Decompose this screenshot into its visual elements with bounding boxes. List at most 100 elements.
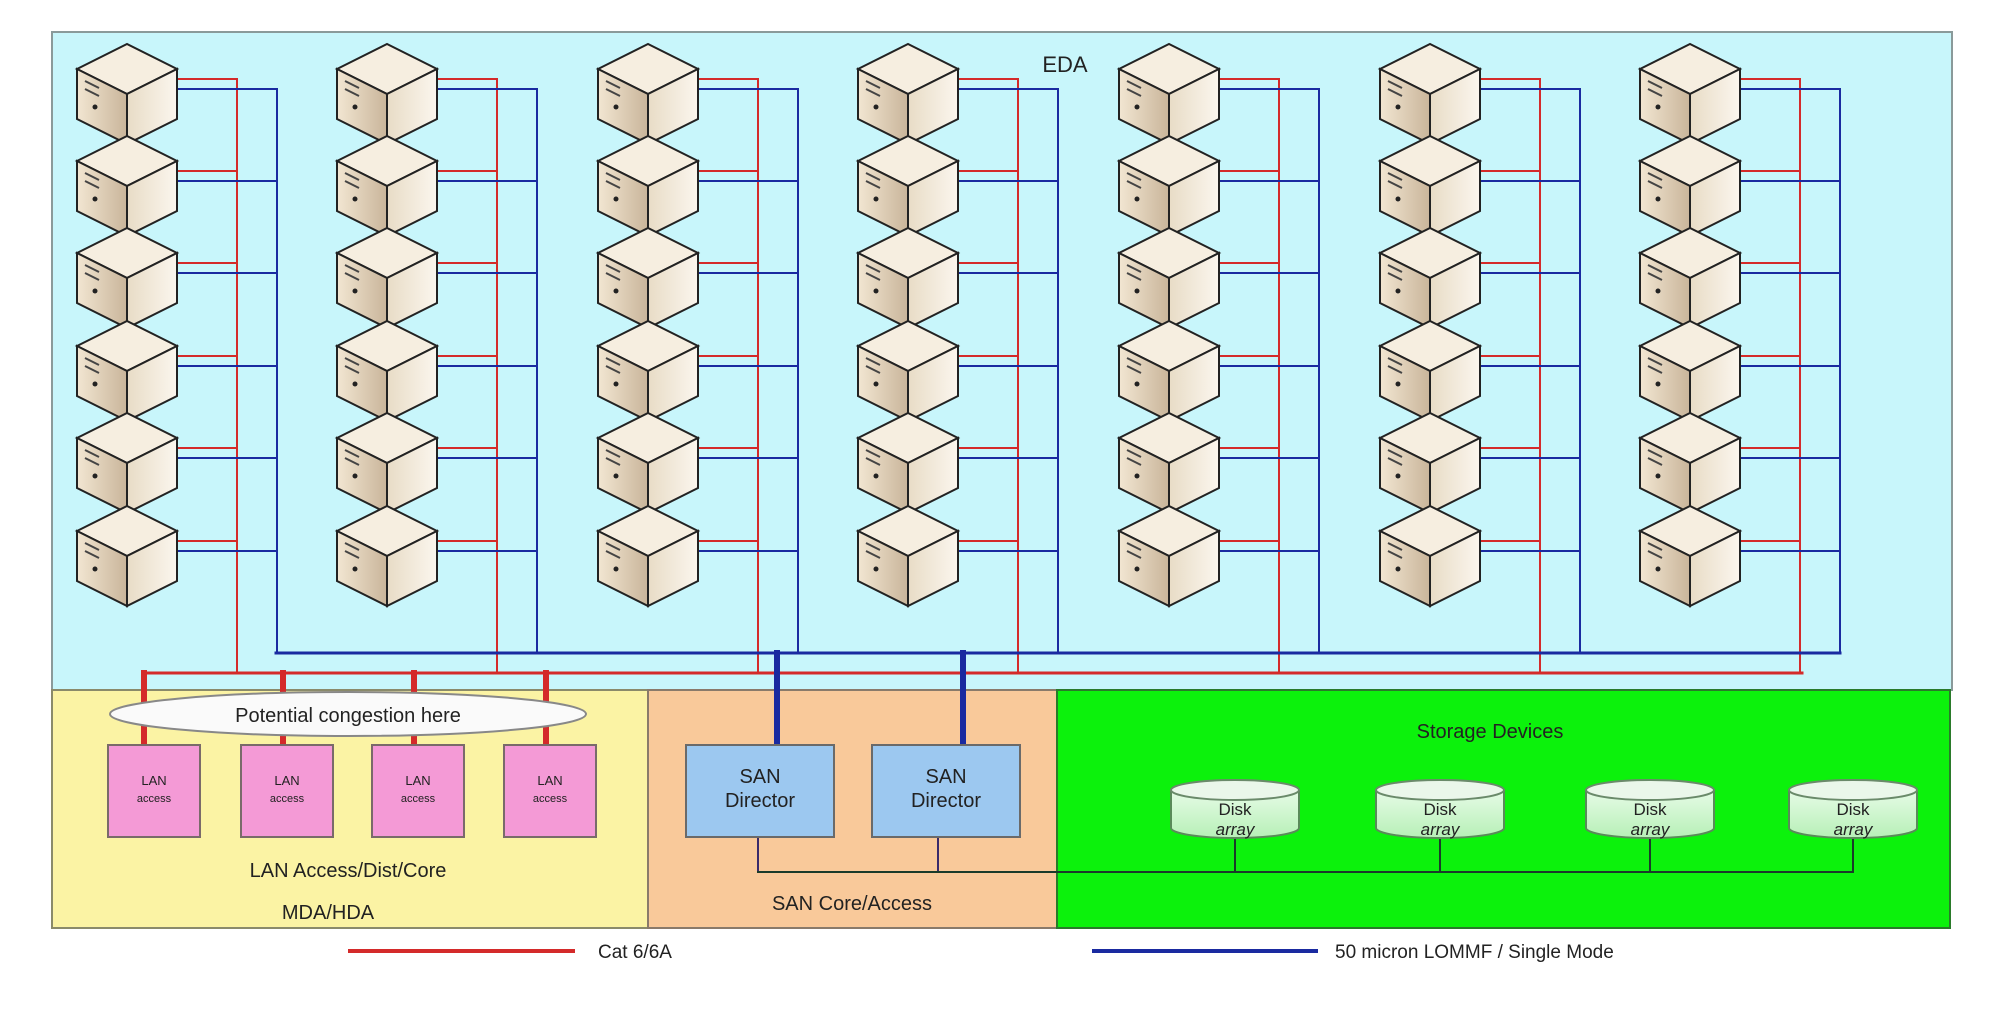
san-director — [685, 744, 835, 838]
power-led — [873, 473, 879, 479]
drive-bay — [605, 180, 621, 189]
drive-bay — [344, 457, 360, 466]
server-tower-icon — [1377, 42, 1483, 146]
server-tower-icon — [595, 134, 701, 238]
drive-bay — [1387, 180, 1403, 189]
legend: Cat 6/6A 50 micron LOMMF / Single Mode — [348, 942, 1614, 963]
lan-switch-label-line2: access — [533, 793, 568, 805]
power-led — [1655, 288, 1661, 294]
server-tower-icon — [1116, 504, 1222, 608]
drive-bay — [865, 80, 881, 89]
drive-bay — [344, 272, 360, 281]
server-tower-icon — [595, 226, 701, 330]
san-director — [871, 744, 1021, 838]
power-led — [1655, 104, 1661, 110]
power-led — [873, 104, 879, 110]
legend-label-copper: Cat 6/6A — [598, 942, 672, 963]
server-tower-icon — [1637, 42, 1743, 146]
drive-bay — [605, 272, 621, 281]
drive-bay — [1387, 172, 1403, 181]
eda-title: EDA — [1042, 52, 1088, 77]
disk-top — [1585, 779, 1715, 801]
drive-bay — [1647, 550, 1663, 559]
server-tower-icon — [595, 411, 701, 515]
drive-bay — [1387, 80, 1403, 89]
power-led — [1655, 196, 1661, 202]
power-led — [1395, 104, 1401, 110]
server-side — [1429, 159, 1481, 238]
server-tower-icon — [334, 319, 440, 423]
drive-bay — [865, 542, 881, 551]
server-side — [1689, 67, 1741, 146]
server-side — [1168, 436, 1220, 515]
san-director-label-line2: Director — [725, 790, 795, 812]
server-tower-icon — [1377, 226, 1483, 330]
lan-switch-label-line2: access — [137, 793, 172, 805]
server-side — [907, 67, 959, 146]
power-led — [613, 566, 619, 572]
power-led — [613, 473, 619, 479]
power-led — [352, 566, 358, 572]
power-led — [613, 196, 619, 202]
server-side — [1689, 529, 1741, 608]
drive-bay — [1647, 172, 1663, 181]
drive-bay — [1387, 550, 1403, 559]
drive-bay — [344, 88, 360, 97]
drive-bay — [605, 80, 621, 89]
legend-label-fiber: 50 micron LOMMF / Single Mode — [1335, 942, 1614, 963]
server-side — [126, 251, 178, 330]
server-tower-icon — [1377, 134, 1483, 238]
drive-bay — [1126, 80, 1142, 89]
power-led — [613, 381, 619, 387]
power-led — [92, 288, 98, 294]
power-led — [613, 288, 619, 294]
lan-access-switch — [503, 744, 597, 838]
disk-label-line1: Disk — [1423, 800, 1457, 819]
server-tower-icon — [855, 504, 961, 608]
drive-bay — [1126, 457, 1142, 466]
drive-bay — [84, 357, 100, 366]
server-side — [647, 344, 699, 423]
server-side — [386, 529, 438, 608]
server-tower-icon — [1377, 319, 1483, 423]
lan-area-label: MDA/HDA — [282, 902, 375, 924]
server-tower-icon — [855, 319, 961, 423]
disk-label-line2: array — [1631, 820, 1671, 839]
server-tower-icon — [74, 319, 180, 423]
power-led — [92, 196, 98, 202]
drive-bay — [865, 449, 881, 458]
disk-label-line2: array — [1216, 820, 1256, 839]
power-led — [1395, 566, 1401, 572]
drive-bay — [1126, 180, 1142, 189]
server-side — [1168, 344, 1220, 423]
server-side — [1429, 344, 1481, 423]
power-led — [1395, 473, 1401, 479]
drive-bay — [865, 180, 881, 189]
server-side — [1429, 529, 1481, 608]
server-side — [907, 436, 959, 515]
drive-bay — [344, 264, 360, 273]
server-side — [907, 529, 959, 608]
power-led — [1134, 566, 1140, 572]
server-tower-icon — [1377, 504, 1483, 608]
server-side — [1429, 251, 1481, 330]
server-tower-icon — [74, 134, 180, 238]
drive-bay — [344, 80, 360, 89]
san-zone-label: SAN Core/Access — [772, 893, 932, 915]
drive-bay — [1126, 365, 1142, 374]
drive-bay — [344, 172, 360, 181]
drive-bay — [1387, 264, 1403, 273]
power-led — [873, 288, 879, 294]
disk-label-line1: Disk — [1218, 800, 1252, 819]
server-side — [1689, 159, 1741, 238]
disk-body — [1170, 790, 1300, 839]
drive-bay — [84, 180, 100, 189]
server-tower-icon — [595, 42, 701, 146]
drive-bay — [84, 365, 100, 374]
disk-top — [1375, 779, 1505, 801]
power-led — [1395, 381, 1401, 387]
drive-bay — [865, 357, 881, 366]
